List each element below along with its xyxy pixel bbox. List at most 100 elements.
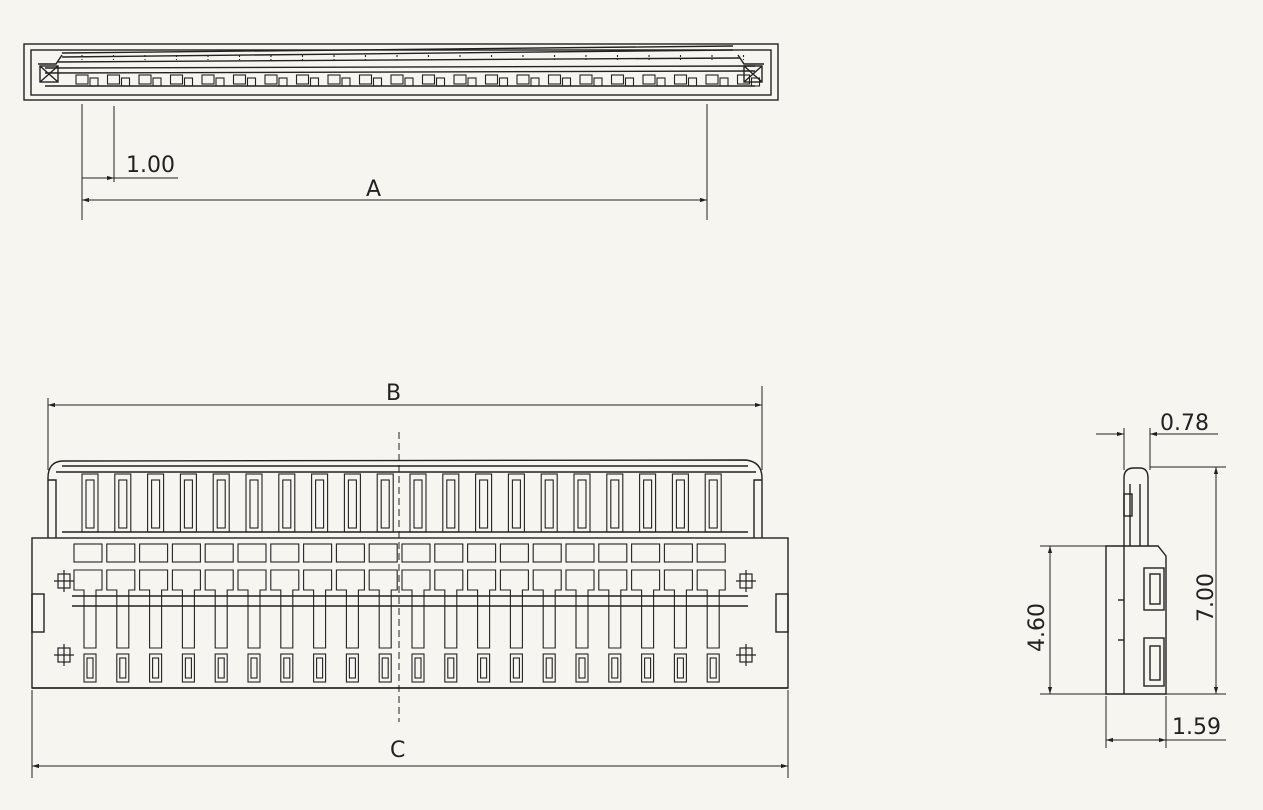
front-pin-foot <box>477 653 491 683</box>
dimension-c: C <box>390 738 405 763</box>
top-pin-notch <box>467 77 477 87</box>
front-pin-foot <box>181 653 195 683</box>
front-pin-foot <box>575 653 589 683</box>
front-pin-foot <box>444 653 458 683</box>
front-view-pins <box>73 473 726 683</box>
front-pin-window <box>368 543 398 563</box>
front-pin-upper-inner <box>183 479 193 529</box>
front-pin-upper <box>475 473 493 533</box>
front-pin-upper <box>179 473 197 533</box>
front-pin-upper <box>311 473 329 533</box>
front-pin-foot-inner <box>381 657 389 679</box>
front-pin-lead <box>106 569 136 649</box>
front-pin-foot-inner <box>283 657 291 679</box>
front-pin-window <box>335 543 365 563</box>
top-pin-notch <box>530 77 540 87</box>
top-pin-slot <box>484 74 499 85</box>
top-pin-slot <box>232 74 247 85</box>
front-pin-foot <box>345 653 359 683</box>
front-pin-lead <box>434 569 464 649</box>
front-pin-upper-inner <box>249 479 259 529</box>
front-pin-foot-inner <box>578 657 586 679</box>
front-pin-foot-inner <box>348 657 356 679</box>
front-pin-foot-inner <box>545 657 553 679</box>
front-pin-lead <box>598 569 628 649</box>
front-pin-window <box>663 543 693 563</box>
top-pin-notch <box>309 77 320 87</box>
front-pin-upper-inner <box>315 479 325 529</box>
front-pin-window <box>631 543 661 563</box>
front-pin-window <box>139 543 169 563</box>
front-pin-foot-inner <box>119 657 127 679</box>
front-pin-lead <box>499 569 529 649</box>
front-pin-window <box>696 543 726 563</box>
front-pin-foot <box>313 653 327 683</box>
front-pin-foot-inner <box>86 657 94 679</box>
dimension-side-height: 7.00 <box>1194 573 1219 622</box>
front-pin-foot <box>116 653 130 683</box>
dimension-side-top: 0.78 <box>1160 411 1209 436</box>
top-pin-notch <box>719 77 729 87</box>
front-pin-foot <box>673 653 687 683</box>
front-pin-upper-inner <box>413 479 423 529</box>
front-pin-foot <box>214 653 228 683</box>
front-pin-upper-inner <box>118 479 128 529</box>
front-pin-lead <box>171 569 201 649</box>
front-pin-lead <box>401 569 431 649</box>
top-pin-notch <box>404 77 414 87</box>
front-pin-foot <box>149 653 163 683</box>
front-pin-foot-inner <box>447 657 455 679</box>
front-pin-window <box>73 543 103 563</box>
front-pin-foot-inner <box>709 657 717 679</box>
top-pin-notch <box>278 77 288 87</box>
front-pin-foot-inner <box>250 657 258 679</box>
front-pin-lead <box>303 569 333 649</box>
front-pin-upper <box>442 473 460 533</box>
front-pin-lead <box>335 569 365 649</box>
top-pin-notch <box>341 77 351 87</box>
front-pin-lead <box>270 569 300 649</box>
front-pin-window <box>106 543 136 563</box>
top-pin-notch <box>561 77 572 87</box>
top-view-pins <box>75 55 761 87</box>
front-pin-upper-inner <box>282 479 292 529</box>
front-pin-upper <box>409 473 427 533</box>
front-pin-foot-inner <box>644 657 652 679</box>
front-pin-upper <box>278 473 296 533</box>
front-pin-foot-inner <box>316 657 324 679</box>
top-pin-notch <box>750 77 761 87</box>
front-pin-window <box>434 543 464 563</box>
top-pin-slot <box>264 74 278 85</box>
front-pin-upper <box>573 473 591 533</box>
front-pin-foot <box>542 653 556 683</box>
front-pin-upper-inner <box>151 479 161 529</box>
front-pin-upper-inner <box>708 479 718 529</box>
front-pin-upper-inner <box>347 479 357 529</box>
top-pin-slot <box>201 74 215 85</box>
front-pin-lead <box>696 569 726 649</box>
top-pin-slot <box>736 74 751 85</box>
front-pin-foot-inner <box>184 657 192 679</box>
front-pin-upper <box>376 473 394 533</box>
front-pin-upper-inner <box>610 479 620 529</box>
top-pin-notch <box>372 77 383 87</box>
front-pin-upper <box>606 473 624 533</box>
front-pin-window <box>532 543 562 563</box>
top-pin-slot <box>705 74 719 85</box>
front-pin-upper <box>540 473 558 533</box>
front-pin-lead <box>631 569 661 649</box>
front-pin-upper <box>245 473 263 533</box>
front-pin-foot-inner <box>414 657 422 679</box>
front-pin-upper <box>343 473 361 533</box>
front-pin-lead <box>663 569 693 649</box>
dimension-side-bottom: 1.59 <box>1172 715 1221 740</box>
front-pin-foot <box>411 653 425 683</box>
top-pin-notch <box>656 77 666 87</box>
top-pin-slot <box>642 74 656 85</box>
front-pin-upper <box>639 473 657 533</box>
pitch-dimension: 1.00 <box>126 153 175 178</box>
top-pin-slot <box>106 74 121 85</box>
top-pin-slot <box>295 74 310 85</box>
front-pin-upper <box>507 473 525 533</box>
